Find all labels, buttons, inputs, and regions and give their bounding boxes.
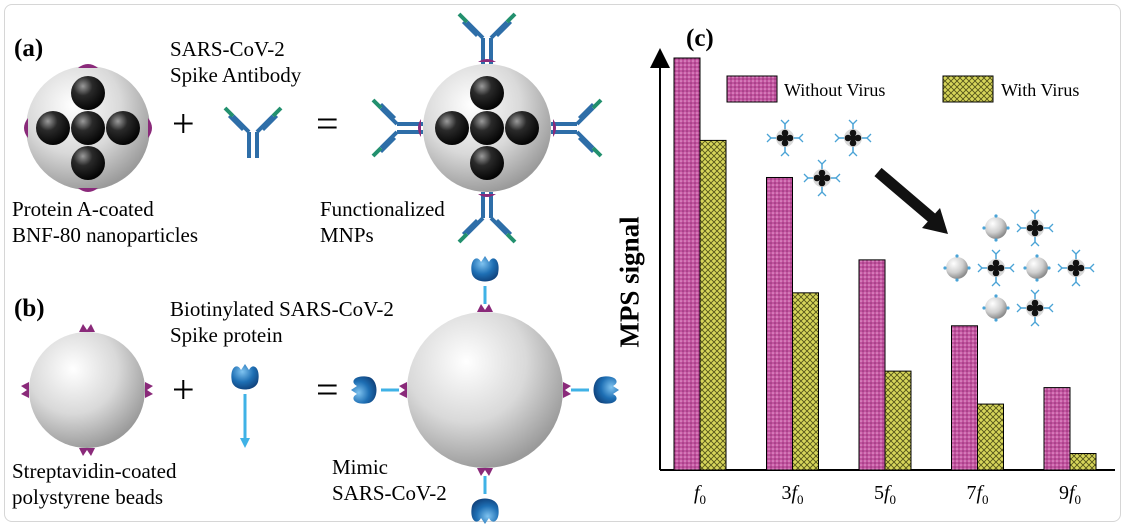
figure-frame xyxy=(4,4,1121,522)
aggregation-arrow xyxy=(874,167,936,223)
bar-without-virus-f0 xyxy=(673,57,701,471)
plus-sign-b: + xyxy=(172,367,195,412)
x-tick-label: 3f0 xyxy=(781,482,804,507)
illustration-canvas xyxy=(21,12,621,526)
bar-without-virus-3f0 xyxy=(766,176,793,471)
bar-without-virus-5f0 xyxy=(858,259,886,471)
inset-aggregated-mnps xyxy=(943,209,1095,327)
x-tick-label: 7f0 xyxy=(966,482,989,507)
legend-swatch-without-virus xyxy=(726,75,778,103)
plus-sign-a: + xyxy=(172,101,195,146)
mimic-sars-cov-2 xyxy=(349,254,621,526)
legend-label-with-virus: With Virus xyxy=(1001,80,1080,100)
bar-with-virus-5f0 xyxy=(884,370,912,471)
equals-sign-b: = xyxy=(316,367,339,412)
legend-label-without-virus: Without Virus xyxy=(784,80,886,100)
aggregation-arrowhead xyxy=(922,208,948,234)
legend-swatch-with-virus xyxy=(942,75,994,103)
panel-b-label: (b) xyxy=(14,295,45,322)
protein-a-nanoparticle xyxy=(24,64,152,192)
bar-with-virus-9f0 xyxy=(1069,453,1097,471)
x-tick-label: 5f0 xyxy=(873,482,897,507)
bar-without-virus-9f0 xyxy=(1043,387,1071,471)
bar-with-virus-3f0 xyxy=(792,292,819,471)
x-tick-label: 9f0 xyxy=(1058,482,1082,507)
bar-without-virus-7f0 xyxy=(951,325,978,471)
functionalized-mnp xyxy=(371,12,603,244)
spike-protein-icon xyxy=(229,362,261,448)
bar-with-virus-7f0 xyxy=(977,403,1004,471)
equals-sign-a: = xyxy=(316,101,339,146)
bar-with-virus-f0 xyxy=(699,139,727,471)
x-tick-label: f0 xyxy=(693,482,707,507)
panel-c-label: (c) xyxy=(686,25,714,52)
panel-a-label: (a) xyxy=(14,35,44,62)
streptavidin-bead xyxy=(21,324,153,456)
